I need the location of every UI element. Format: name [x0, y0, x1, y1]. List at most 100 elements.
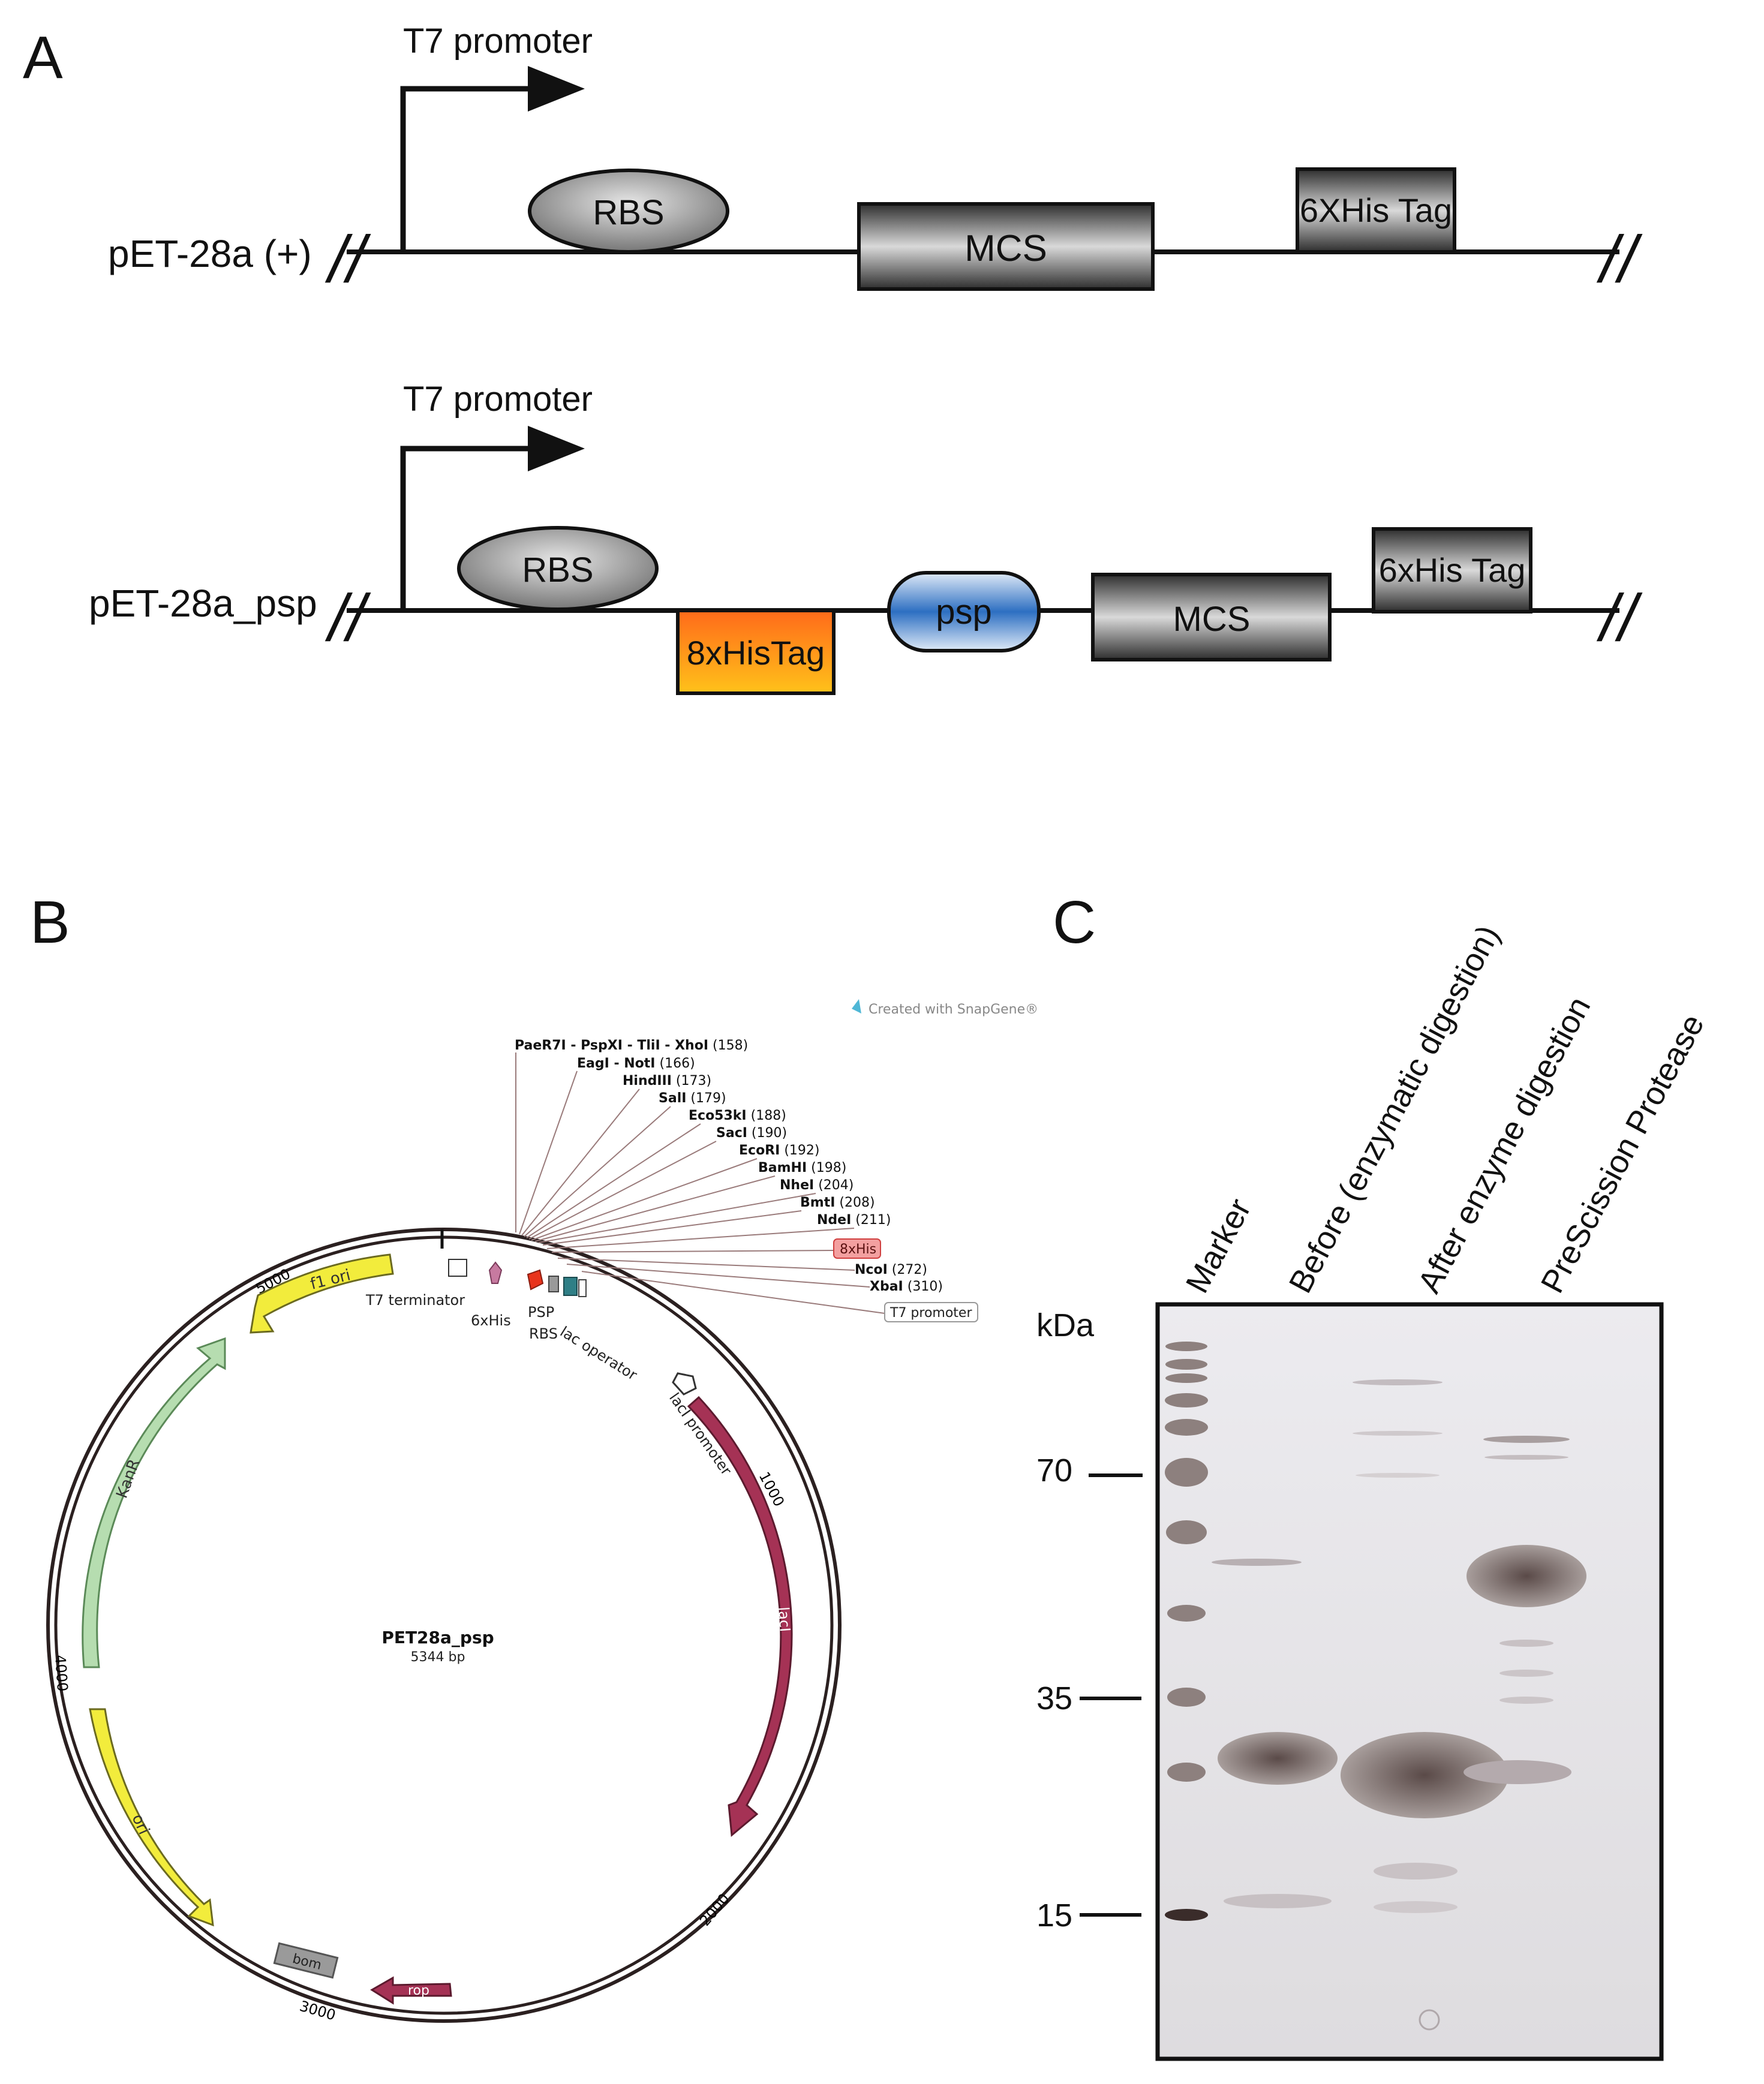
break-mark-right: //	[1596, 581, 1643, 655]
site-pos: (166)	[660, 1056, 695, 1071]
lane-label-marker: Marker	[1179, 1193, 1258, 1299]
rbs-oval	[457, 526, 659, 611]
gel-frame	[1155, 1302, 1664, 2061]
site-name: NdeI	[817, 1213, 851, 1228]
site-pos: (158)	[713, 1038, 748, 1053]
panel-b: B Created with SnapGene® 1000 2000 3000 …	[30, 889, 1038, 2024]
site-pos: (190)	[752, 1126, 787, 1141]
site-pos: (173)	[676, 1073, 711, 1088]
site-label: SacI (190)	[716, 1126, 787, 1141]
site-label: BamHI (198)	[758, 1160, 846, 1175]
laci-promoter-arrow	[672, 1372, 697, 1396]
tick-4000: 4000	[52, 1654, 71, 1692]
his6-box	[1296, 167, 1456, 254]
his8-site-box	[833, 1238, 881, 1259]
site-label: EagI - NotI (166)	[577, 1056, 695, 1071]
his6-feature-label: 6xHis	[471, 1312, 511, 1329]
psp-capsule	[887, 571, 1041, 652]
his6-label: 6XHis Tag	[1300, 191, 1452, 229]
laci-label: lacI	[775, 1606, 794, 1632]
construct-2-name: pET-28a_psp	[89, 582, 317, 625]
after-lane	[1341, 1379, 1508, 1913]
site-label: XbaI (310)	[870, 1279, 943, 1294]
site-name: BmtI	[800, 1195, 835, 1210]
site-pos: (310)	[907, 1279, 943, 1294]
break-mark-left: //	[324, 222, 372, 296]
his8-site-label: 8xHis	[840, 1242, 876, 1257]
laci-arrow	[687, 1396, 793, 1837]
promoter-arrow	[400, 66, 585, 252]
rbs-feature-label: RBS	[529, 1325, 558, 1342]
site-label: NheI (204)	[780, 1178, 854, 1193]
mcs-box	[857, 202, 1155, 291]
marker-lane	[1165, 1342, 1208, 1921]
site-pos: (179)	[690, 1091, 726, 1106]
his6-feature	[488, 1261, 503, 1284]
site-label: NdeI (211)	[817, 1213, 891, 1228]
plasmid-name: PET28a_psp	[381, 1628, 494, 1647]
t7-promoter-feature	[578, 1279, 587, 1297]
rbs-label: RBS	[522, 551, 593, 590]
snapgene-credit: Created with SnapGene®	[852, 999, 1038, 1017]
lac-operator-feature	[563, 1277, 578, 1296]
site-name: SalI	[659, 1091, 686, 1106]
site-label: NcoI (272)	[855, 1262, 927, 1277]
protease-lane	[1464, 1436, 1586, 1784]
site-pos: (272)	[892, 1262, 927, 1277]
panel-a: A pET-28a (+) // // T7 promoter RBS MCS …	[23, 22, 1643, 695]
kda-unit-label: kDa	[1036, 1307, 1095, 1343]
site-name: PaeR7I - PspXI - TliI - XhoI	[515, 1038, 708, 1053]
site-pos: (188)	[751, 1108, 786, 1123]
site-pos: (211)	[855, 1213, 891, 1228]
site-label: EcoRI (192)	[739, 1143, 819, 1158]
tick-2000: 2000	[696, 1890, 733, 1929]
site-name: XbaI	[870, 1279, 903, 1294]
marker-15-label: 15	[1036, 1897, 1072, 1933]
plasmid-inner-ring	[54, 1235, 834, 2015]
panel-b-label: B	[30, 889, 70, 956]
t7-terminator-label: T7 terminator	[365, 1292, 465, 1309]
psp-feature-label: PSP	[528, 1304, 554, 1321]
site-name: HindIII	[623, 1073, 672, 1088]
t7-promoter-site-label: T7 promoter	[889, 1306, 972, 1321]
before-lane	[1212, 1559, 1338, 1908]
bom-box	[273, 1942, 339, 1979]
kanr-arrow	[82, 1337, 226, 1668]
panel-c: C Marker Before (enzymatic digestion) Af…	[1036, 889, 1711, 2061]
psp-feature	[527, 1269, 544, 1291]
break-mark-left: //	[324, 581, 372, 655]
plasmid-outer-ring	[46, 1228, 842, 2023]
t7-promoter-site-box	[884, 1302, 978, 1322]
plasmid-size: 5344 bp	[411, 1650, 465, 1665]
rbs-label: RBS	[593, 193, 664, 232]
mcs-label: MCS	[964, 228, 1047, 269]
site-name: EagI - NotI	[577, 1056, 656, 1071]
site-pos: (208)	[839, 1195, 875, 1210]
site-label: BmtI (208)	[800, 1195, 875, 1210]
promoter-label: T7 promoter	[403, 380, 593, 419]
rbs-feature	[548, 1276, 559, 1292]
his8-tag-label: 8xHisTag	[687, 634, 825, 672]
his8-tag-box	[676, 609, 836, 695]
panel-a-label: A	[23, 24, 63, 91]
ori-arrow	[89, 1708, 214, 1927]
gel-bubble	[1419, 2009, 1440, 2031]
sds-page-gel	[1155, 1302, 1664, 2061]
construct-pet28a: pET-28a (+) // // T7 promoter RBS MCS 6X…	[108, 22, 1643, 296]
site-pos: (198)	[811, 1160, 846, 1175]
psp-label: psp	[936, 593, 992, 631]
restriction-sites: PaeR7I - PspXI - TliI - XhoI (158) EagI …	[515, 1038, 978, 1322]
mcs-box	[1091, 573, 1332, 661]
site-label: PaeR7I - PspXI - TliI - XhoI (158)	[515, 1038, 748, 1053]
construct-pet28a-psp: pET-28a_psp // // T7 promoter RBS 8xHisT…	[89, 380, 1643, 695]
site-name: NheI	[780, 1178, 814, 1193]
snapgene-credit-text: Created with SnapGene®	[869, 1002, 1038, 1017]
site-name: NcoI	[855, 1262, 888, 1277]
t7-terminator-box	[448, 1259, 467, 1277]
site-pos: (204)	[818, 1178, 854, 1193]
site-name: EcoRI	[739, 1143, 780, 1158]
rop-label: rop	[408, 1983, 429, 1998]
f1-ori-arrow	[250, 1253, 394, 1334]
his6-label: 6xHis Tag	[1379, 551, 1526, 589]
